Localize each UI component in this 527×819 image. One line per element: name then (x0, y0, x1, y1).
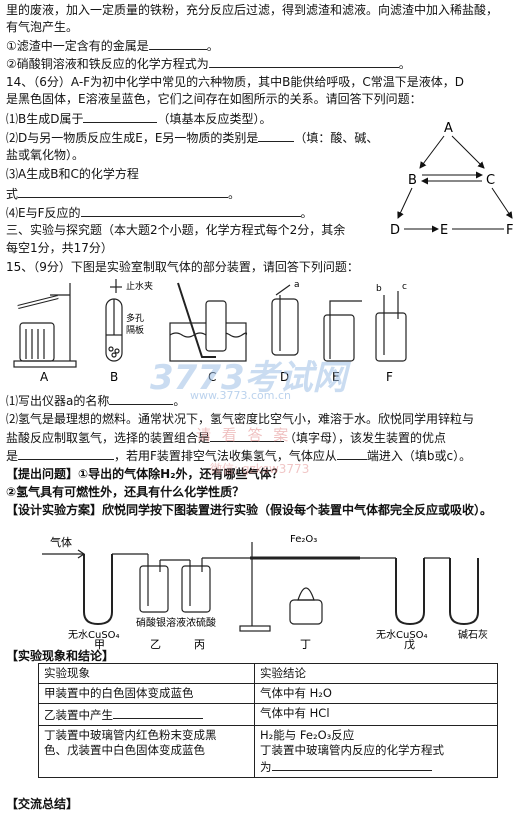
table-cell: 乙装置中产生 (38, 703, 255, 726)
table-cell: 气体中有 HCl (254, 703, 498, 726)
apparatus-a (13, 283, 77, 368)
label-f: F (386, 370, 393, 384)
label-cuso4-jia: 无水CuSO₄ (68, 629, 120, 641)
q15-part1: ⑴写出仪器a的名称。 (6, 392, 186, 408)
q14-part3: ⑶A生成B和C的化学方程 (6, 167, 139, 181)
arrow-b-d (397, 187, 413, 219)
answer-blank[interactable] (210, 429, 285, 442)
q14-stem: 是黑色固体，E溶液呈蓝色，它们之间存在如图所示的关系。请回答下列问题： (6, 92, 422, 106)
apparatus-b (105, 279, 123, 362)
label-wu: 戊 (404, 638, 415, 650)
node-e: E (440, 223, 448, 238)
table-cell: 丁装置中玻璃管内红色粉末变成黑色、戊装置中白色固体变成蓝色 (38, 725, 255, 778)
table-row: 实验现象 实验结论 (38, 663, 498, 684)
answer-blank[interactable] (148, 37, 207, 50)
question-prompt-1: 【提出问题】①导出的气体除H₂外，还有哪些气体？ (6, 467, 284, 481)
experiment-train-figure: 气体 Fe₂O₃ 无水CuSO₄ 硝酸银溶液 浓硫酸 无水CuSO₄ 碱石灰 甲… (42, 534, 488, 650)
u-tube-jia (83, 554, 113, 626)
node-d: D (390, 223, 400, 238)
q15-part2-cont: 盐酸反应制取氢气，选择的装置组合是（填字母），该发生装置的优点 (6, 429, 447, 445)
u-tube-lime (449, 558, 479, 626)
table-header-cell: 实验现象 (38, 663, 255, 684)
result-heading: 【实验现象和结论】 (6, 649, 115, 663)
node-f: F (506, 223, 513, 238)
arrow-a-c (451, 135, 485, 169)
relationship-diagram: A B C D E F (390, 121, 513, 238)
q14-part1: ⑴B生成D属于（填基本反应类型）。 (6, 110, 272, 126)
label-cuso4-wu: 无水CuSO₄ (376, 629, 428, 641)
node-a: A (444, 121, 453, 136)
label-jia: 甲 (94, 638, 105, 650)
label-d: D (280, 370, 289, 384)
arrow-c-f (491, 187, 513, 219)
design-heading: 【设计实验方案】欣悦同学按下图装置进行实验（假设每个装置中气体都完全反应或吸收）… (6, 503, 493, 517)
apparatus-f (375, 291, 407, 362)
answer-blank[interactable] (258, 129, 295, 142)
label-porous: 多孔 (126, 312, 144, 324)
bottle-yi (139, 565, 169, 613)
label-stop-clip: 止水夹 (126, 280, 153, 292)
label-gas: 气体 (50, 535, 72, 549)
question-1: ①滤渣中一定含有的金属是。 (6, 37, 219, 53)
alcohol-lamp-flame (297, 587, 315, 601)
table-cell: 甲装置中的白色固体变成蓝色 (38, 683, 255, 704)
answer-blank[interactable] (109, 392, 174, 405)
q15-stem: 15、（9分）下图是实验室制取气体的部分装置，请回答下列问题： (6, 260, 359, 274)
watermark-url: www.3773.com.cn (190, 389, 291, 402)
answer-blank[interactable] (18, 447, 115, 460)
label-lime: 碱石灰 (458, 628, 488, 641)
section-heading: 三、实验与探究题（本大题2个小题，化学方程式每个2分，其余 (6, 223, 346, 237)
answer-blank[interactable] (336, 447, 367, 460)
label-h2so4: 浓硫酸 (186, 616, 216, 629)
apparatus-e (323, 300, 362, 362)
apparatus-figure: A 止水夹 多孔 隔板 B C a D E b c F (13, 279, 407, 384)
node-b: B (408, 173, 417, 188)
table-cell: H₂能与 Fe₂O₃反应丁装置中玻璃管内反应的化学方程式为 (254, 725, 498, 778)
results-table: 实验现象 实验结论 甲装置中的白色固体变成蓝色 气体中有 H₂O 乙装置中产生 … (38, 663, 498, 778)
label-c: C (208, 370, 216, 384)
label-fe2o3: Fe₂O₃ (290, 534, 317, 545)
answer-blank[interactable] (83, 110, 158, 123)
q14-part4: ⑷E与F反应的。 (6, 204, 313, 220)
apparatus-c (169, 282, 248, 362)
arrow-a-b (419, 135, 445, 169)
answer-blank[interactable] (113, 706, 203, 719)
label-plate: 隔板 (126, 324, 144, 336)
label-tube-b: b (376, 284, 382, 294)
label-ding: 丁 (300, 638, 311, 650)
label-e: E (332, 370, 340, 384)
answer-blank[interactable] (271, 758, 432, 771)
summary-heading: 【交流总结】 (6, 797, 79, 811)
q14-part2-cont: 盐或氧化物）。 (6, 148, 85, 162)
section-heading-cont: 每空1分，共17分） (6, 241, 113, 255)
label-agno3: 硝酸银溶液 (136, 616, 186, 629)
label-b: B (110, 370, 118, 384)
text-line: 有气泡产生。 (6, 20, 79, 34)
answer-blank[interactable] (18, 185, 229, 198)
q15-part2-cont: 是，若用F装置排空气法收集氢气，气体应从端进入（填b或c）。 (6, 447, 472, 463)
label-bing: 丙 (194, 638, 205, 650)
question-2: ②硝酸铜溶液和铁反应的化学方程式为。 (6, 55, 411, 71)
label-tube-c: c (402, 282, 407, 292)
bottle-bing (181, 565, 211, 613)
table-header-cell: 实验结论 (254, 663, 498, 684)
q14-part3-cont: 式。 (6, 185, 241, 201)
answer-blank[interactable] (208, 55, 399, 68)
label-a: A (40, 370, 49, 384)
label-yi: 乙 (150, 638, 161, 650)
u-tube-wu (395, 558, 425, 626)
question-prompt-2: ②氢气具有可燃性外，还具有什么化学性质？ (6, 485, 245, 499)
q15-part2: ⑵氢气是最理想的燃料。通常状况下，氢气密度比空气小，难溶于水。欣悦同学用锌粒与 (6, 412, 475, 426)
apparatus-d (271, 284, 299, 356)
node-c: C (486, 173, 495, 188)
table-row: 乙装置中产生 气体中有 HCl (38, 703, 498, 726)
table-row: 甲装置中的白色固体变成蓝色 气体中有 H₂O (38, 683, 498, 704)
answer-blank[interactable] (80, 204, 301, 217)
q14-part2: ⑵D与另一物质反应生成E，E另一物质的类别是（填：酸、碱、 (6, 129, 379, 145)
q14-stem: 14、（6分）A-F为初中化学中常见的六种物质，其中B能供给呼吸，C常温下是液体… (6, 75, 464, 89)
table-row: 丁装置中玻璃管内红色粉末变成黑色、戊装置中白色固体变成蓝色 H₂能与 Fe₂O₃… (38, 725, 498, 778)
label-tube-a: a (294, 280, 300, 290)
text-line: 里的废液，加入一定质量的铁粉，充分反应后过滤，得到滤渣和滤液。向滤渣中加入稀盐酸… (6, 3, 499, 17)
table-cell: 气体中有 H₂O (254, 683, 498, 704)
